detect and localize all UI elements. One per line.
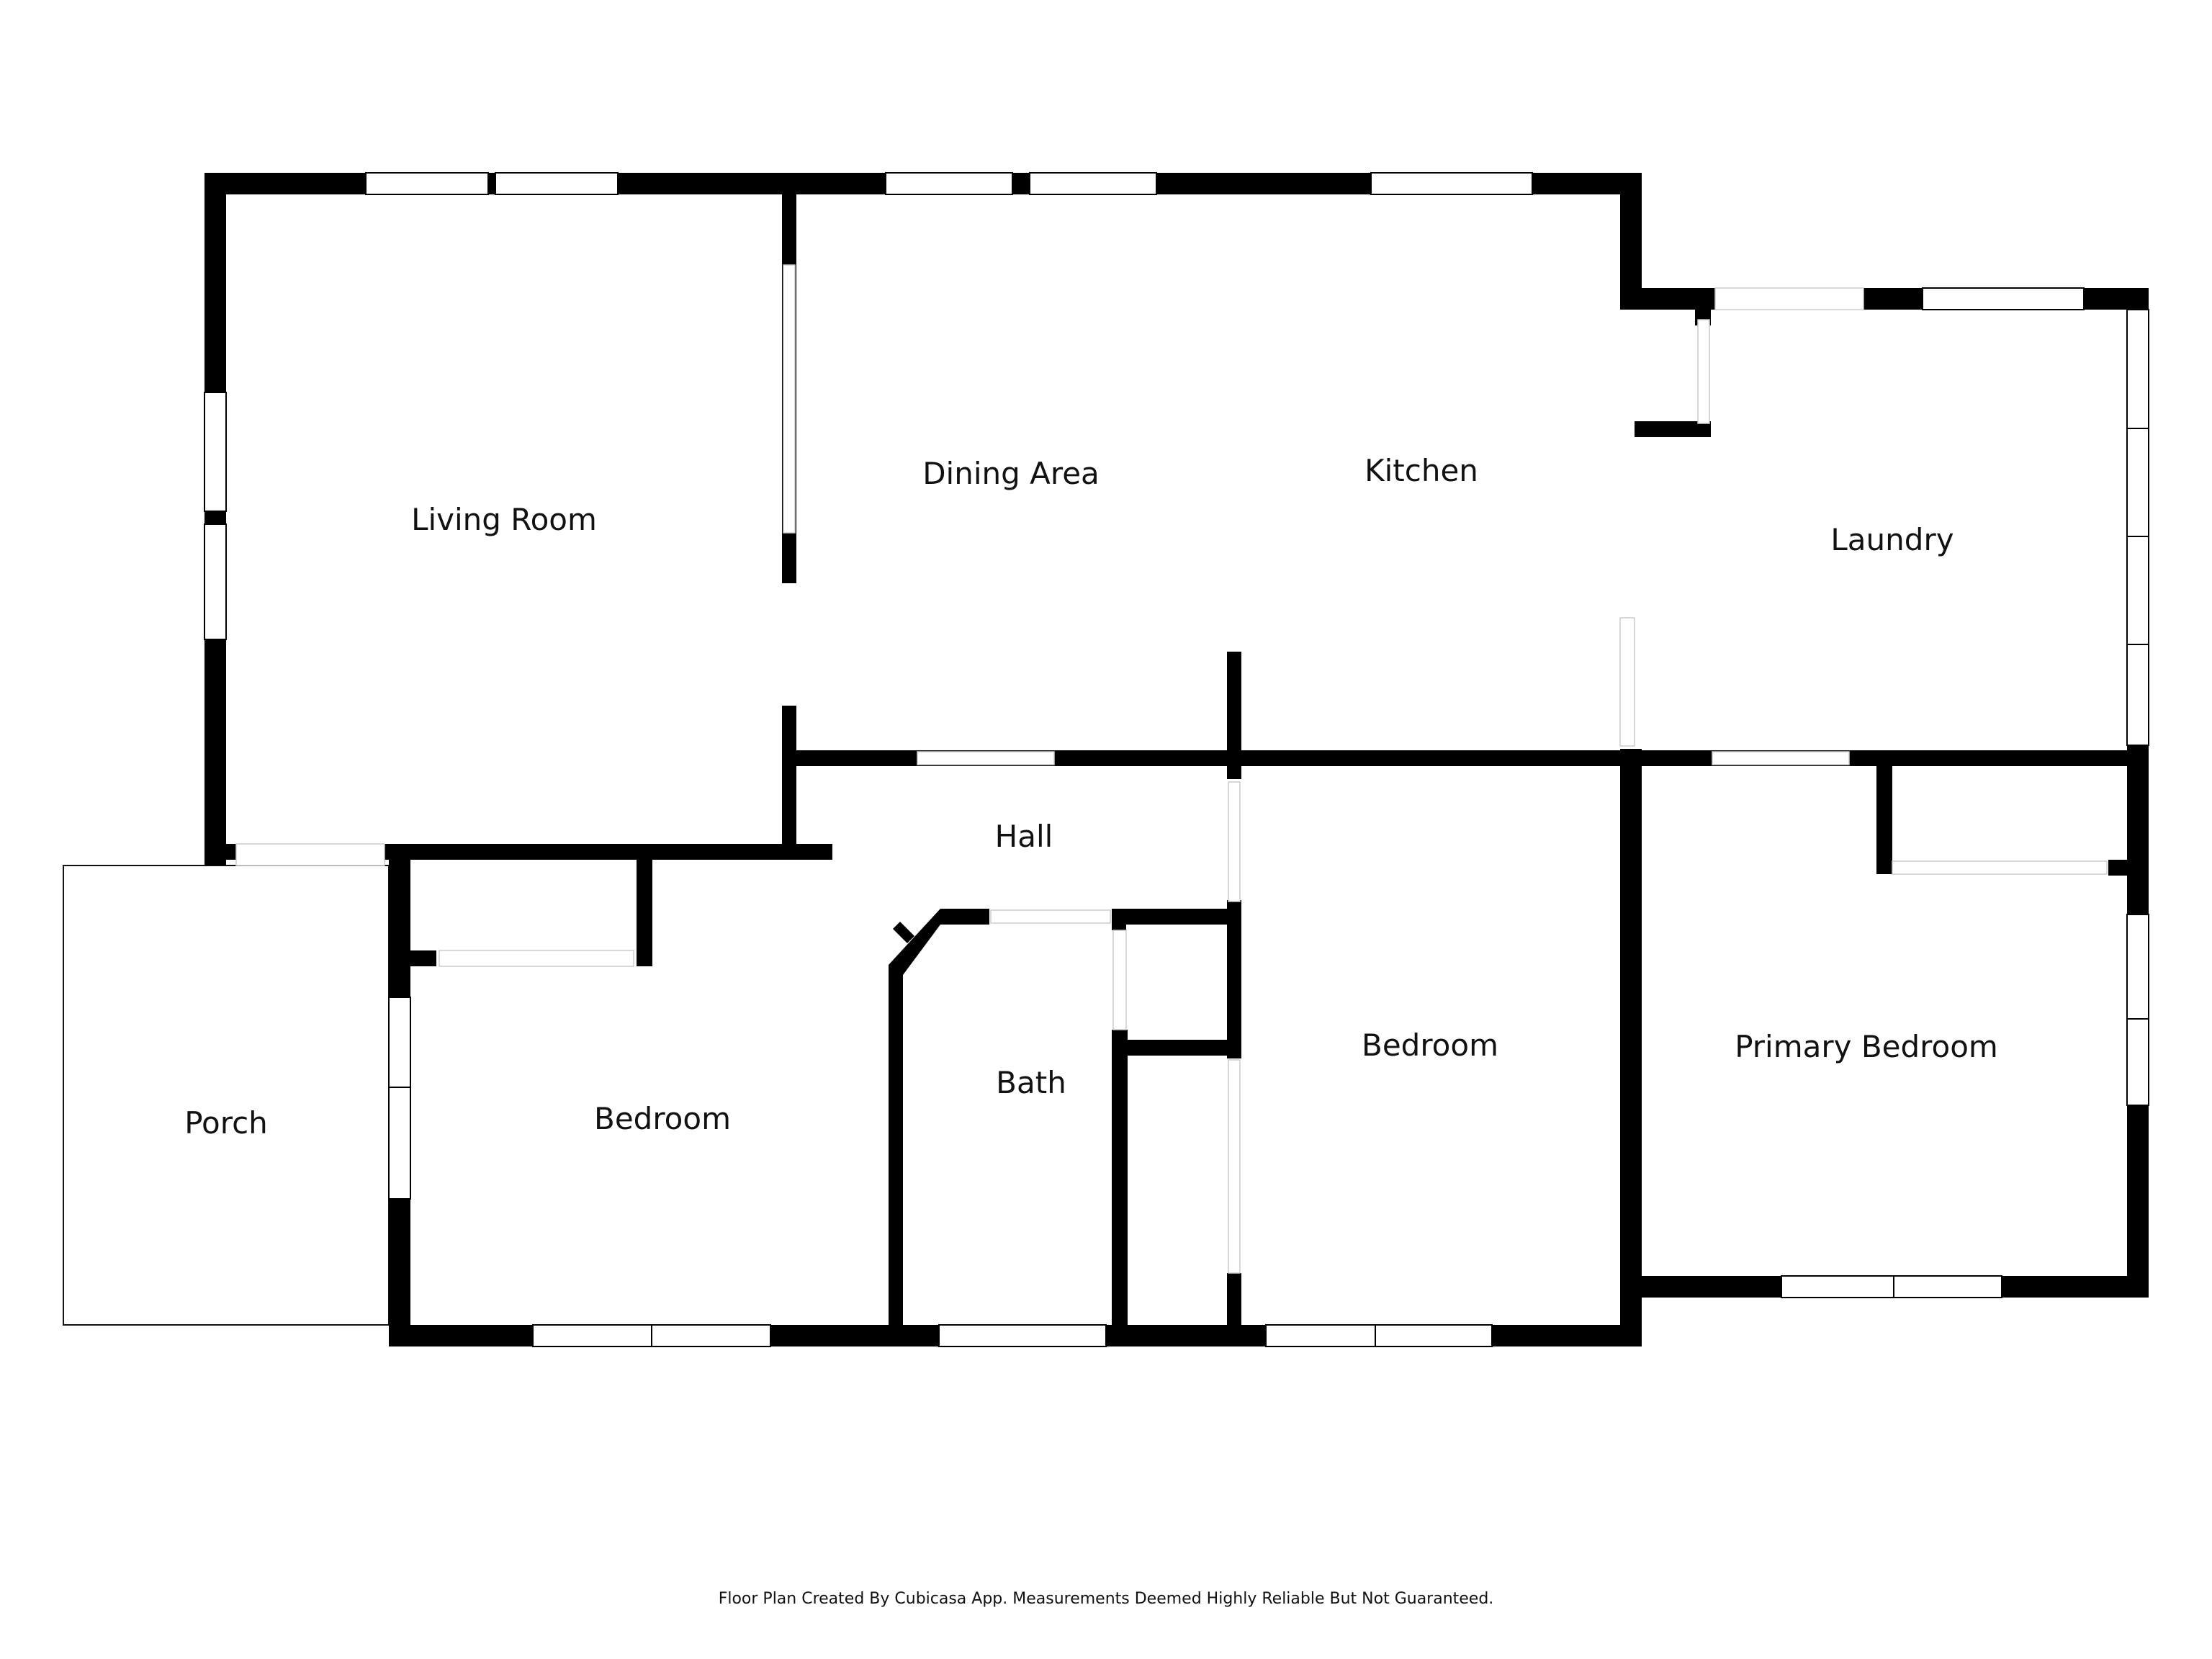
interior-walls	[204, 187, 2149, 1346]
room-label-bath: Bath	[996, 1065, 1066, 1100]
room-label-dining-area: Dining Area	[922, 456, 1100, 491]
door-openings	[235, 264, 2108, 1274]
room-label-primary-bedroom: Primary Bedroom	[1735, 1029, 1998, 1064]
windows	[204, 172, 2149, 1347]
footer-disclaimer: Floor Plan Created By Cubicasa App. Meas…	[718, 1590, 1494, 1608]
room-label-kitchen: Kitchen	[1364, 453, 1478, 488]
room-label-laundry: Laundry	[1830, 522, 1954, 557]
room-label-living-room: Living Room	[411, 502, 597, 537]
room-label-hall: Hall	[995, 819, 1053, 854]
room-label-bedroom-left: Bedroom	[594, 1101, 731, 1136]
room-label-bedroom-center: Bedroom	[1362, 1028, 1498, 1063]
porch-outline	[63, 865, 390, 1326]
room-label-porch: Porch	[184, 1105, 268, 1141]
